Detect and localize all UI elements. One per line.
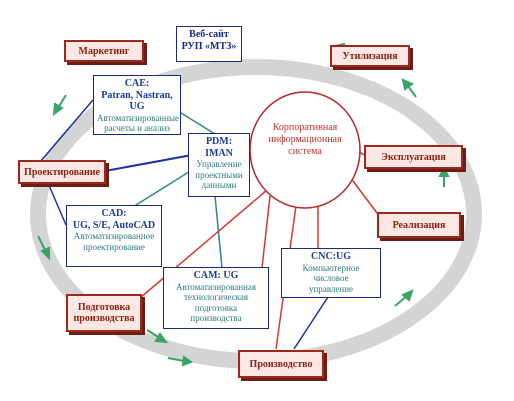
cis-ellipse — [249, 91, 361, 209]
cam-title: CAM: UG — [193, 270, 239, 281]
stage-design[interactable]: Проектирование — [18, 160, 106, 184]
cnc-desc-1: Компьютерное числовое — [302, 262, 360, 284]
arrow-icon — [438, 165, 450, 187]
cam-desc-1: Автоматизированная — [175, 281, 257, 292]
stage-sales[interactable]: Реализация — [377, 212, 461, 238]
stage-production[interactable]: Производство — [238, 350, 324, 378]
pdm-desc-1: Управление — [196, 159, 242, 169]
cae-box[interactable]: CAE: Patran, Nastran, UG Автоматизирован… — [93, 75, 181, 135]
arrow-icon — [401, 78, 417, 98]
cad-desc-2: проектирование — [83, 241, 145, 252]
website-line2: РУП «МТЗ» — [181, 41, 237, 52]
stage-marketing-label: Маркетинг — [78, 45, 130, 57]
cam-desc-2: технологическая подготовка — [183, 292, 249, 313]
connector-pdm-cad — [127, 169, 193, 211]
connector-cnc-production — [293, 296, 329, 350]
stage-production-label: Производство — [249, 358, 313, 370]
website-line1: Веб-сайт — [189, 29, 229, 40]
website-box[interactable]: Веб-сайт РУП «МТЗ» — [176, 26, 242, 62]
connectors — [39, 99, 381, 350]
stage-utilization[interactable]: Утилизация — [330, 45, 410, 67]
cam-box[interactable]: CAM: UG Автоматизированная технологическ… — [163, 267, 269, 329]
connector-cae-design — [39, 99, 94, 163]
cis-label[interactable]: Корпоративная информационная система — [252, 122, 358, 158]
arrow-icon — [146, 329, 169, 344]
cnc-desc-2: управление — [308, 283, 354, 294]
stage-preparation[interactable]: Подготовка производства — [66, 294, 142, 332]
cad-desc-1: Автоматизированное — [73, 231, 155, 241]
stage-marketing[interactable]: Маркетинг — [64, 40, 144, 62]
cae-desc-2: расчеты и анализ — [104, 123, 170, 134]
cis-line-2: информационная — [268, 134, 342, 145]
pdm-title: PDM: IMAN — [205, 136, 233, 159]
stage-operation-label: Эксплуатация — [381, 151, 446, 163]
pdm-box[interactable]: PDM: IMAN Управление проектными данными — [188, 133, 250, 197]
arrow-icon — [52, 94, 67, 117]
connector-cad-design — [47, 182, 67, 226]
cad-box[interactable]: CAD: UG, S/E, AutoCAD Автоматизированное… — [66, 205, 162, 267]
cad-title-2: UG, S/E, AutoCAD — [72, 219, 156, 231]
pdm-desc-2: проектными — [195, 169, 243, 180]
stage-operation[interactable]: Эксплуатация — [364, 145, 463, 169]
stage-design-label: Проектирование — [24, 166, 100, 178]
cis-line-3: система — [288, 146, 322, 157]
arrow-icon — [37, 235, 50, 261]
arrow-icon — [167, 355, 194, 367]
cae-title-1: CAE: — [124, 78, 150, 89]
stage-preparation-label-2: производства — [73, 313, 135, 324]
connector-cis-cam — [261, 195, 271, 269]
cam-desc-3: производства — [190, 313, 242, 324]
cad-title-1: CAD: — [101, 208, 127, 219]
cnc-box[interactable]: CNC:UG Компьютерное числовое управление — [281, 248, 381, 298]
cis-line-1: Корпоративная — [272, 122, 338, 133]
cae-desc-1: Автоматизированные — [97, 112, 179, 123]
stage-sales-label: Реализация — [392, 219, 446, 231]
stage-utilization-label: Утилизация — [342, 50, 398, 62]
cnc-title: CNC:UG — [311, 251, 351, 262]
connector-cis-preparation — [139, 189, 268, 299]
connector-design-pdm — [104, 154, 193, 172]
stage-preparation-label-1: Подготовка — [77, 302, 131, 313]
cae-title-2: Patran, Nastran, UG — [101, 89, 173, 113]
pdm-desc-3: данными — [201, 180, 237, 191]
arrow-icon — [394, 289, 414, 307]
